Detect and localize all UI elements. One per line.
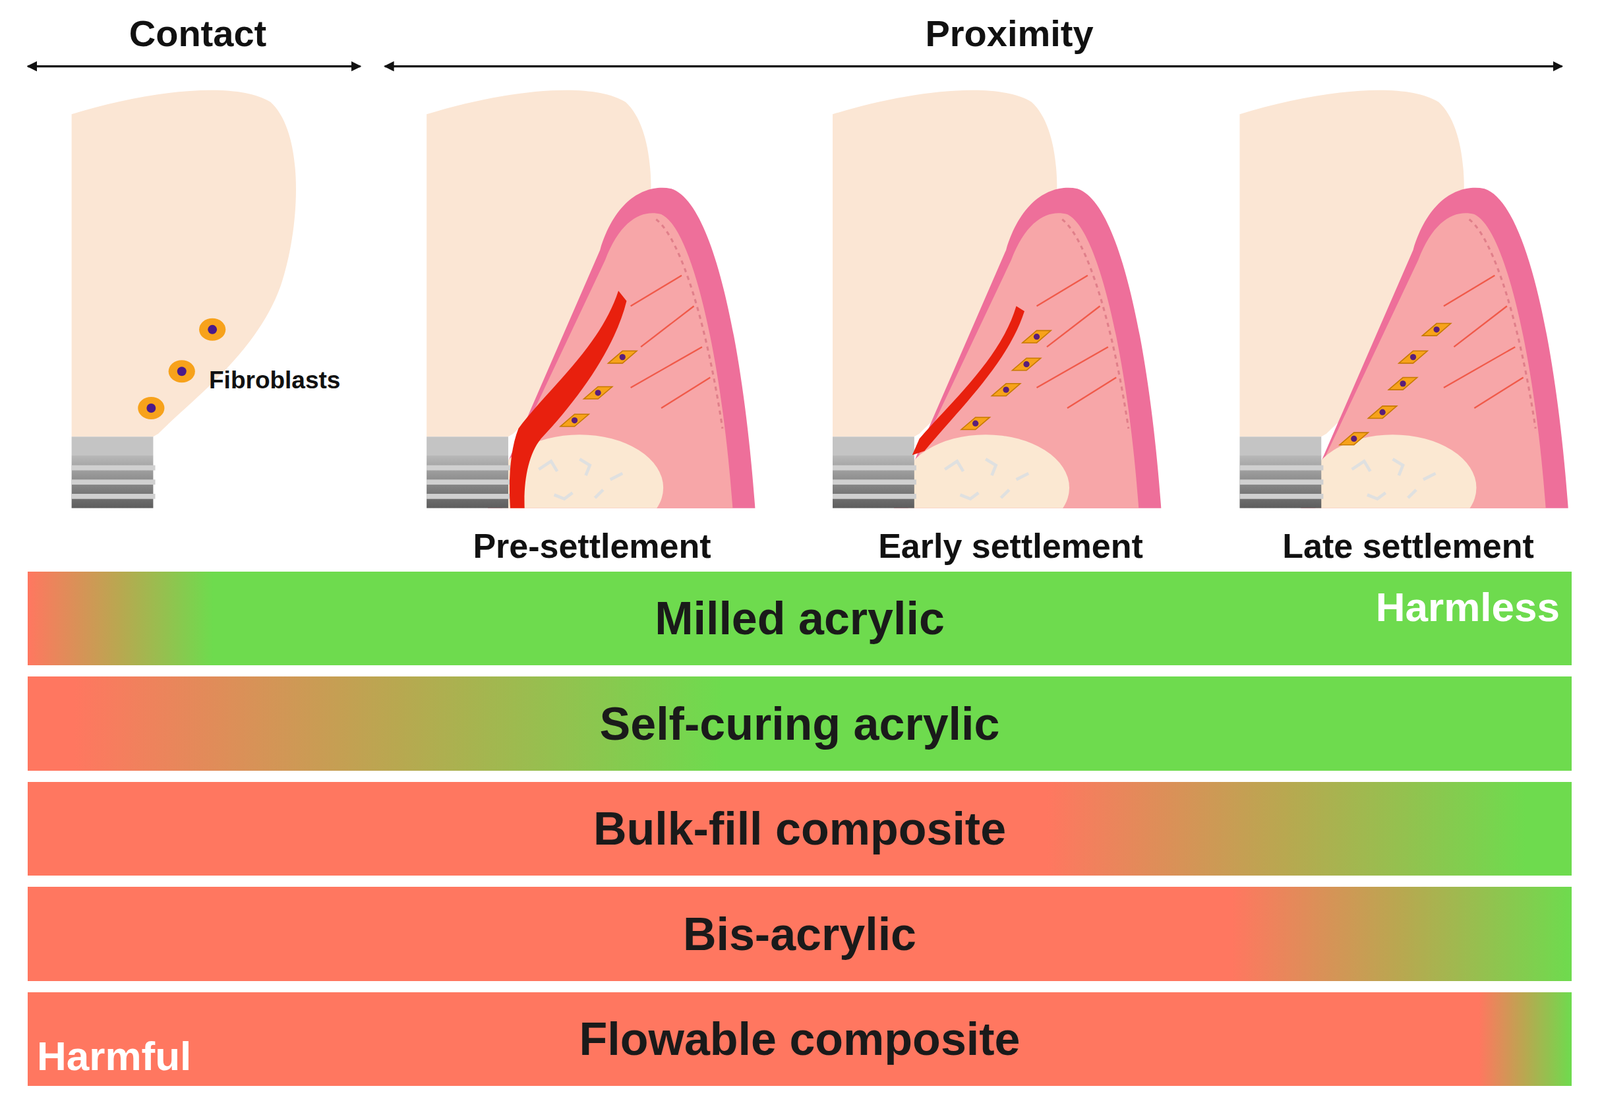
material-name: Bis-acrylic (27, 907, 1572, 961)
material-name: Milled acrylic (27, 592, 1572, 645)
tooth-early-settlement (832, 90, 1161, 541)
material-band: Bulk-fill composite (27, 781, 1572, 876)
range-label: Proximity (920, 11, 1097, 55)
stage-label: Pre-settlement (472, 526, 711, 566)
tooth-late-settlement (1239, 90, 1568, 541)
cell-label: Fibroblasts (208, 366, 341, 395)
material-band: Milled acrylicHarmless (27, 571, 1572, 666)
scale-end-label: Harmless (1375, 583, 1560, 631)
material-band: Bis-acrylic (27, 886, 1572, 981)
scale-end-label: Harmful (36, 1032, 192, 1080)
tooth-contact (71, 90, 297, 509)
range-arrow (27, 65, 360, 68)
material-name: Flowable composite (27, 1012, 1572, 1066)
stage-label: Early settlement (878, 526, 1144, 566)
material-name: Bulk-fill composite (27, 802, 1572, 856)
material-name: Self-curing acrylic (27, 697, 1572, 751)
tooth-pre-settlement (426, 90, 755, 541)
material-band: Self-curing acrylic (27, 676, 1572, 771)
range-label: Contact (125, 11, 271, 55)
range-arrow (385, 65, 1563, 68)
stage-label: Late settlement (1282, 526, 1534, 566)
material-band: Flowable compositeHarmful (27, 992, 1572, 1086)
